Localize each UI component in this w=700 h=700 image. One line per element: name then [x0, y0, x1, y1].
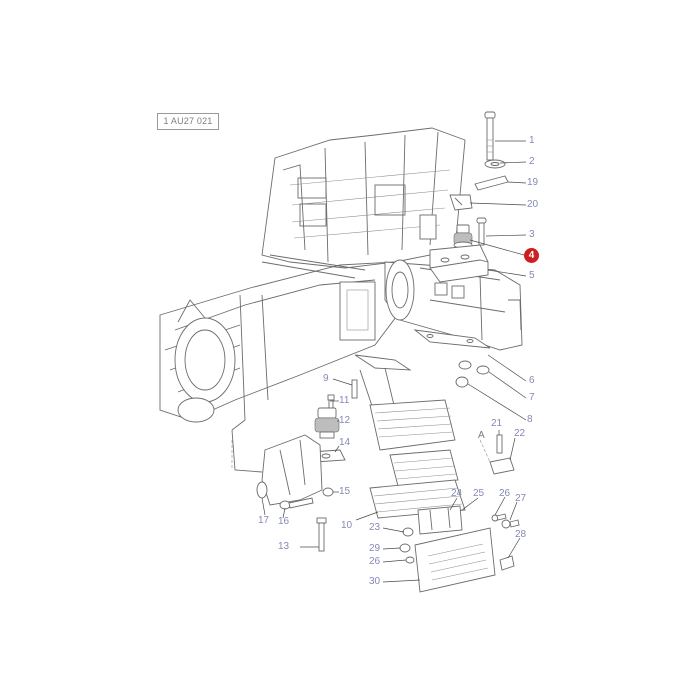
callout-2: 2 [529, 156, 535, 167]
screw-26 [491, 513, 507, 522]
bolt-3 [476, 217, 487, 246]
callout-26: 26 [499, 488, 511, 499]
reference-code-label: 1 AU27 021 [157, 113, 219, 130]
support-bracket-17 [256, 434, 323, 506]
bolt-1 [484, 111, 496, 161]
rubber-mount-12 [314, 407, 340, 439]
callout-21: 21 [491, 418, 503, 429]
callout-28: 28 [515, 529, 527, 540]
callout-27: 27 [515, 493, 527, 504]
callout-1: 1 [529, 135, 535, 146]
callout-15: 15 [339, 486, 351, 497]
screw-28 [499, 555, 515, 571]
callout-10: 10 [341, 520, 353, 531]
nut-8 [455, 376, 469, 388]
callout-19: 19 [527, 177, 539, 188]
callout-24: 24 [451, 488, 463, 499]
bolt-16 [279, 497, 314, 510]
callout-26-lower: 26 [369, 556, 381, 567]
kick-plate-30 [414, 527, 496, 593]
middle-step-tread [389, 449, 459, 487]
bolt-9 [351, 379, 358, 399]
callout-20: 20 [527, 199, 539, 210]
screw-27 [501, 519, 520, 529]
callout-22: 22 [514, 428, 526, 439]
callout-30: 30 [369, 576, 381, 587]
callout-13: 13 [278, 541, 290, 552]
bolt-11 [327, 394, 335, 409]
callout-9: 9 [323, 373, 329, 384]
clip-22 [489, 457, 515, 475]
bracket-20 [449, 194, 473, 211]
mounting-bracket-5 [429, 244, 489, 283]
plate-6 [413, 329, 491, 349]
callout-7: 7 [529, 392, 535, 403]
callout-23: 23 [369, 522, 381, 533]
leader-lines [231, 140, 527, 583]
callout-29: 29 [369, 543, 381, 554]
callout-6: 6 [529, 375, 535, 386]
callout-8: 8 [527, 414, 533, 425]
bolt-13 [316, 517, 327, 552]
bracket-24-25 [417, 505, 463, 535]
callout-14: 14 [339, 437, 351, 448]
callout-11: 11 [339, 395, 350, 406]
rubber-mount-4 [453, 224, 473, 249]
washer-29 [399, 543, 411, 553]
upper-step-tread [369, 399, 456, 451]
section-marker-a: A [478, 430, 485, 441]
bolt-21 [496, 434, 503, 454]
callout-3: 3 [529, 229, 535, 240]
spacer-plate-19 [474, 175, 509, 191]
nuts-7 [458, 360, 490, 375]
callout-4-highlighted: 4 [524, 248, 539, 263]
nut-26-lower [405, 556, 415, 564]
callout-16: 16 [278, 516, 290, 527]
callout-25: 25 [473, 488, 485, 499]
transmission-housing [159, 259, 523, 473]
callout-12: 12 [339, 415, 351, 426]
nut-23 [402, 527, 414, 537]
washer-2 [484, 159, 506, 169]
callout-17: 17 [258, 515, 270, 526]
nut-15 [322, 487, 334, 497]
callout-5: 5 [529, 270, 535, 281]
